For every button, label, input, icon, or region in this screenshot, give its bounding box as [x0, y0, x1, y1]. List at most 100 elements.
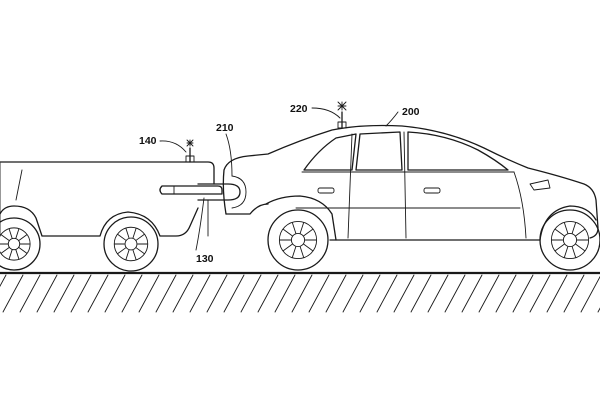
hatch-line — [461, 274, 483, 313]
rim — [113, 226, 149, 262]
spoke — [299, 222, 305, 234]
b-pillar-edge — [403, 131, 407, 239]
vehicle-body-outline — [222, 124, 599, 239]
spoke — [18, 234, 28, 241]
spoke — [132, 228, 137, 239]
tire — [267, 209, 329, 271]
hatch-line — [308, 274, 330, 313]
spoke — [15, 228, 20, 239]
hatch-line — [70, 274, 92, 313]
spoke — [575, 228, 586, 237]
spoke — [117, 234, 127, 241]
rear-wheel-arch — [265, 195, 337, 241]
trailer-unit — [0, 139, 215, 272]
rim — [278, 220, 318, 260]
spoke — [8, 228, 13, 239]
ground — [0, 271, 600, 313]
spoke — [571, 222, 577, 234]
hatch-line — [172, 274, 194, 313]
coupler-head — [197, 183, 241, 201]
spoke — [117, 247, 127, 254]
hatch-line — [529, 274, 551, 313]
spoke — [125, 249, 130, 260]
hatch-line — [104, 274, 126, 313]
leader-220 — [311, 107, 341, 119]
trailer-reflection-line — [15, 169, 23, 201]
hatch-line — [257, 274, 279, 313]
hatch-line — [478, 274, 500, 313]
hatch-line — [223, 274, 245, 313]
vehicle — [222, 101, 600, 271]
hatch-line — [19, 274, 41, 313]
label-130: 130 — [196, 253, 214, 265]
hatch-line — [325, 274, 347, 313]
front-door-window — [407, 131, 509, 171]
hub — [562, 232, 578, 248]
hatch-line — [138, 274, 160, 313]
label-140: 140 — [139, 135, 157, 147]
rear-door-handle — [317, 187, 335, 194]
hatch-line — [36, 274, 58, 313]
spoke — [282, 228, 293, 237]
hatch-line — [274, 274, 296, 313]
hatch-line — [427, 274, 449, 313]
hatch-line — [87, 274, 109, 313]
hatch-line — [512, 274, 534, 313]
spoke — [299, 246, 305, 258]
rim — [0, 227, 31, 261]
ground-hatching — [0, 274, 600, 313]
vehicle-port-recess — [231, 175, 247, 209]
side-mirror — [529, 179, 551, 191]
spoke — [135, 247, 145, 254]
hatch-line — [155, 274, 177, 313]
hatch-line — [342, 274, 364, 313]
spoke — [303, 243, 314, 252]
label-200: 200 — [402, 106, 420, 118]
coupler-arm — [159, 185, 223, 195]
tire — [103, 216, 159, 272]
rear-quarter-window — [303, 133, 357, 171]
hatch-line — [410, 274, 432, 313]
spoke — [563, 222, 569, 234]
rear-door-window — [355, 131, 403, 171]
spoke — [125, 228, 130, 239]
spoke — [135, 234, 145, 241]
label-220: 220 — [290, 103, 308, 115]
hatch-line — [580, 275, 600, 313]
spoke — [8, 249, 13, 260]
hatch-line — [240, 274, 262, 313]
hatch-line — [2, 274, 24, 313]
hatch-line — [546, 274, 568, 313]
spoke — [15, 249, 20, 260]
hatch-line — [53, 274, 75, 313]
hatch-line — [291, 274, 313, 313]
spoke — [575, 243, 586, 252]
spoke — [554, 243, 565, 252]
hatch-line — [121, 274, 143, 313]
trailer-front-wheel — [103, 216, 159, 272]
spoke — [554, 228, 565, 237]
spoke — [0, 247, 10, 254]
leader-140 — [159, 140, 187, 153]
hatch-line — [444, 274, 466, 313]
tire — [539, 209, 600, 271]
hatch-line — [206, 274, 228, 313]
spoke — [571, 246, 577, 258]
spoke — [18, 247, 28, 254]
vehicle-front-wheel — [539, 209, 600, 271]
trailer-body-top — [0, 161, 215, 185]
leader-lines — [159, 107, 399, 251]
spoke — [303, 228, 314, 237]
rim — [550, 220, 590, 260]
vehicle-rear-wheel — [267, 209, 329, 271]
tire — [0, 217, 41, 271]
rear-door-edge — [347, 133, 353, 239]
front-door-handle — [423, 187, 441, 194]
hub — [290, 232, 306, 248]
leader-200 — [385, 111, 399, 127]
hub — [7, 237, 21, 251]
hatch-line — [189, 274, 211, 313]
trailer-body-bottom — [0, 205, 199, 237]
